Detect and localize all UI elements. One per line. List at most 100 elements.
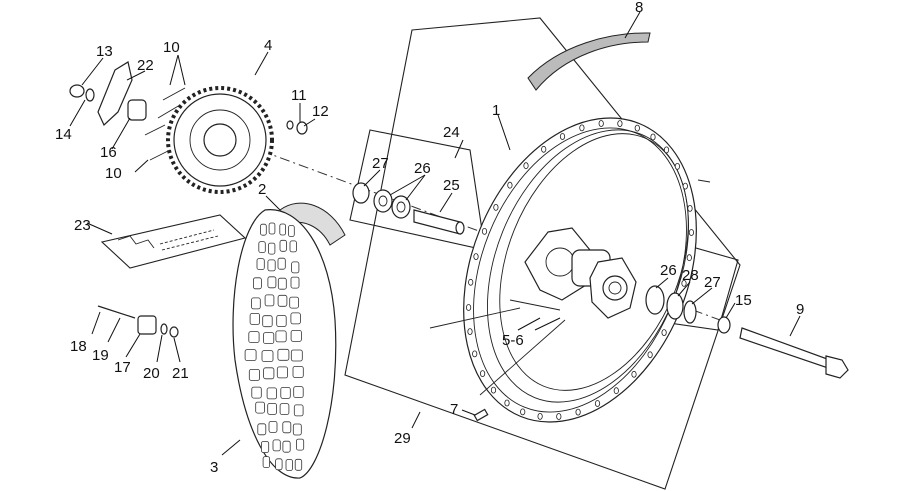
adjuster-bolt-icon — [97, 305, 136, 319]
spoke-hole — [473, 253, 479, 261]
spoke-hole — [686, 254, 692, 262]
spoke-hole — [556, 413, 562, 420]
chain-icon — [117, 229, 219, 251]
spoke-hole — [507, 181, 513, 189]
spoke-hole — [674, 162, 681, 170]
spoke-hole — [520, 408, 526, 416]
spoke-hole — [650, 133, 656, 141]
tread-block — [263, 367, 275, 380]
tread-block — [262, 456, 271, 469]
spoke-hole — [468, 278, 474, 286]
tread-block — [262, 315, 273, 328]
spoke-hole — [647, 351, 653, 359]
tread-block — [248, 331, 260, 344]
washer-14-icon — [85, 88, 95, 102]
tread-block — [282, 440, 291, 453]
nut-13-icon — [69, 84, 85, 98]
spoke-hole — [663, 146, 670, 154]
tyre-tread — [244, 222, 305, 471]
callout-16: 16 — [100, 144, 117, 161]
spoke-hole — [631, 370, 637, 378]
washer-20-icon — [160, 323, 168, 335]
valve-icon — [697, 179, 711, 183]
callout-10-top: 10 — [163, 39, 180, 56]
callout-10-bottom: 10 — [105, 165, 122, 182]
spoke-nipple-icon — [473, 408, 489, 422]
spoke-hole — [481, 227, 488, 235]
callout-19: 19 — [92, 347, 109, 364]
spoke-hole — [559, 133, 566, 140]
callout-14: 14 — [55, 126, 72, 143]
callout-11: 11 — [291, 87, 307, 104]
leader-lines — [69, 11, 801, 456]
tread-block — [290, 312, 301, 325]
callout-29: 29 — [394, 430, 411, 447]
tread-block — [293, 386, 304, 399]
wheel-assembly-frame — [344, 17, 741, 490]
callout-3: 3 — [210, 459, 218, 476]
tread-block — [244, 349, 257, 362]
tread-block — [295, 438, 305, 451]
bearing-right-icon — [645, 285, 665, 315]
washer-11-icon — [286, 120, 294, 130]
tread-block — [275, 458, 283, 471]
axle-bolt-icon — [739, 327, 849, 379]
callout-1: 1 — [492, 102, 500, 119]
bearing-left-b-icon — [391, 195, 411, 219]
tread-block — [260, 441, 270, 453]
tread-block — [289, 296, 299, 309]
spoke-hole — [634, 124, 640, 132]
tread-block — [292, 423, 302, 436]
tread-block — [248, 368, 261, 381]
tread-block — [276, 315, 287, 327]
spoke-hole — [504, 399, 510, 407]
tread-block — [272, 439, 281, 452]
tread-block — [275, 330, 287, 343]
callout-18: 18 — [70, 338, 87, 355]
spoke-hole — [579, 124, 585, 132]
callout-7: 7 — [450, 401, 458, 418]
tread-block — [294, 458, 303, 471]
tread-block — [290, 329, 302, 342]
spoke-hole — [661, 329, 667, 337]
tread-block — [267, 242, 276, 255]
callout-4: 4 — [264, 37, 272, 54]
tread-block — [268, 222, 276, 235]
tread-block — [252, 277, 262, 290]
tread-block — [288, 225, 295, 237]
callout-15: 15 — [735, 292, 752, 309]
callout-labels: 1 2 3 4 5-6 7 8 9 10 10 11 12 13 14 15 1… — [55, 0, 804, 476]
tread-block — [290, 349, 303, 362]
bushing-16-icon — [127, 99, 147, 121]
tread-block — [264, 294, 275, 307]
spoke-hole — [681, 279, 687, 287]
tread-block — [251, 386, 262, 399]
tread-block — [290, 276, 300, 289]
tread-block — [257, 423, 267, 436]
sprocket-icon — [166, 86, 274, 194]
tread-block — [293, 404, 304, 417]
wheel-hub-icon — [524, 227, 637, 319]
callout-27-right: 27 — [704, 274, 721, 291]
spoke-hole — [493, 203, 499, 211]
callout-17: 17 — [114, 359, 131, 376]
callout-5-6: 5-6 — [502, 332, 524, 349]
bearing-left-a-icon — [373, 189, 393, 213]
callout-21: 21 — [172, 365, 189, 382]
chain-frame — [100, 214, 247, 269]
bearing-kit-frame — [349, 129, 486, 251]
tread-block — [261, 350, 274, 363]
callout-26-left: 26 — [414, 160, 431, 177]
sprocket-bolts-icon — [144, 87, 186, 161]
callout-20: 20 — [143, 365, 160, 382]
tread-block — [266, 387, 278, 400]
nut-12-icon — [296, 121, 308, 135]
tread-block — [280, 386, 291, 399]
chain-adjuster-plate-icon — [97, 61, 133, 127]
tread-block — [277, 348, 290, 361]
tread-block — [277, 277, 287, 290]
callout-26-right: 26 — [660, 262, 677, 279]
seal-right-icon — [666, 292, 684, 320]
adjuster-block-icon — [137, 315, 157, 335]
